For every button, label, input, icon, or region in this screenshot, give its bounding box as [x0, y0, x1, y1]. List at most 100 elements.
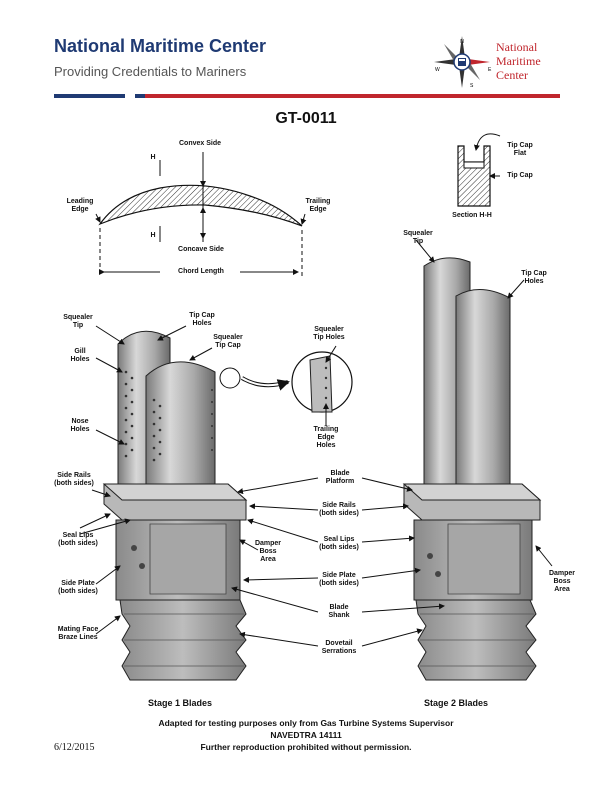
logo-line3: Center — [496, 68, 528, 82]
label-squealer-tip-holes-line1: Squealer — [314, 326, 344, 333]
label-s1-squealer-tip-cap: Squealer Tip Cap — [206, 334, 250, 350]
label-center-side-plate-line2: (both sides) — [319, 580, 359, 587]
label-tip-cap-flat-line2: Flat — [513, 150, 527, 157]
label-squealer-tip-holes: Squealer Tip Holes — [304, 326, 354, 342]
label-blade-shank: Blade Shank — [316, 604, 362, 620]
compass-s: S — [470, 83, 474, 89]
label-s1-damper-boss-line1: Damper — [254, 540, 282, 547]
label-s1-side-rails: Side Rails (both sides) — [46, 472, 102, 488]
label-trailing-edge-holes-line2: Edge — [317, 434, 335, 441]
footer-line3: Further reproduction prohibited without … — [200, 742, 412, 752]
label-s1-nose-holes: Nose Holes — [62, 418, 98, 434]
label-center-side-plate: Side Plate (both sides) — [310, 572, 368, 588]
logo-line2: Maritime — [496, 54, 541, 68]
label-center-side-rails-line2: (both sides) — [319, 510, 359, 517]
label-convex-side: Convex Side — [178, 140, 221, 147]
stage1-blade-assembly — [102, 330, 248, 681]
label-blade-shank-line1: Blade — [329, 604, 349, 611]
label-s1-side-plate-line2: (both sides) — [58, 588, 98, 595]
label-s1-gill-holes-line2: Holes — [70, 356, 90, 363]
label-concave-side: Concave Side — [178, 246, 224, 253]
label-s1-mating-face-line2: Braze Lines — [58, 634, 98, 641]
footer-line1: Adapted for testing purposes only from G… — [158, 718, 454, 728]
compass-e: E — [488, 67, 492, 73]
label-h-top: H — [150, 154, 156, 161]
label-trailing-edge-line2: Edge — [309, 206, 327, 213]
label-chord-length: Chord Length — [178, 268, 224, 275]
label-center-side-plate-line1: Side Plate — [322, 572, 356, 579]
label-tip-cap-flat: Tip Cap Flat — [500, 142, 540, 158]
label-tip-cap-flat-line1: Tip Cap — [507, 142, 533, 149]
footer-date: 6/12/2015 — [54, 742, 95, 753]
label-squealer-tip-holes-line2: Tip Holes — [313, 334, 345, 341]
label-dovetail-line2: Serrations — [321, 648, 357, 655]
label-blade-platform-line1: Blade — [330, 470, 350, 477]
label-section-hh: Section H-H — [452, 212, 492, 219]
label-s2-squealer-tip: Squealer Tip — [398, 230, 438, 246]
label-s2-tip-cap-holes: Tip Cap Holes — [512, 270, 556, 286]
label-s2-damper-boss-line1: Damper — [548, 570, 576, 577]
label-s1-mating-face: Mating Face Braze Lines — [50, 626, 106, 642]
label-trailing-edge: Trailing Edge — [300, 198, 336, 214]
label-blade-platform-line2: Platform — [325, 478, 355, 485]
label-dovetail-line1: Dovetail — [325, 640, 353, 647]
compass-w: W — [435, 67, 440, 73]
footer-line2: NAVEDTRA 14111 — [270, 730, 342, 740]
label-s2-squealer-tip-line1: Squealer — [403, 230, 433, 237]
label-s1-side-plate: Side Plate (both sides) — [50, 580, 106, 596]
label-s1-seal-lips: Seal Lips (both sides) — [50, 532, 106, 548]
airfoil-section — [95, 152, 307, 276]
header-title: National Maritime Center — [54, 36, 267, 56]
label-s1-tip-cap-holes: Tip Cap Holes — [180, 312, 224, 328]
label-s1-side-rails-line2: (both sides) — [54, 480, 94, 487]
label-trailing-edge-holes-line3: Holes — [316, 442, 336, 449]
label-center-seal-lips-line1: Seal Lips — [323, 536, 355, 543]
label-tip-cap: Tip Cap — [507, 172, 533, 179]
label-s1-squealer-tip-cap-line1: Squealer — [213, 334, 243, 341]
label-center-side-rails: Side Rails (both sides) — [310, 502, 368, 518]
label-s2-tip-cap-holes-line2: Holes — [524, 278, 544, 285]
label-s1-tip-cap-holes-line1: Tip Cap — [189, 312, 215, 319]
label-blade-shank-line2: Shank — [328, 612, 350, 619]
label-s1-side-rails-line1: Side Rails — [57, 472, 91, 479]
label-s1-side-plate-line1: Side Plate — [61, 580, 95, 587]
label-trailing-edge-holes-line1: Trailing — [313, 426, 339, 433]
label-s1-squealer-tip-cap-line2: Tip Cap — [215, 342, 241, 349]
section-hh-drawing — [457, 133, 501, 207]
label-s1-seal-lips-line2: (both sides) — [58, 540, 98, 547]
label-trailing-edge-line1: Trailing — [305, 198, 331, 205]
compass-logo-icon: N W E S — [434, 36, 492, 89]
label-s2-damper-boss: Damper Boss Area — [544, 570, 580, 594]
label-s1-seal-lips-line1: Seal Lips — [62, 532, 94, 539]
label-s1-gill-holes: Gill Holes — [62, 348, 98, 364]
label-center-seal-lips: Seal Lips (both sides) — [310, 536, 368, 552]
label-leading-edge: Leading Edge — [60, 198, 100, 214]
label-dovetail-serrations: Dovetail Serrations — [310, 640, 368, 656]
compass-n: N — [460, 39, 464, 45]
label-s1-tip-cap-holes-line2: Holes — [192, 320, 212, 327]
label-s1-squealer-tip: Squealer Tip — [58, 314, 98, 330]
label-s1-nose-holes-line1: Nose — [71, 418, 89, 425]
tip-detail-view — [219, 351, 353, 413]
label-leading-edge-line1: Leading — [66, 198, 94, 205]
leader-lines — [79, 239, 553, 647]
label-s1-damper-boss-line2: Boss — [259, 548, 277, 555]
stage2-blade-assembly — [402, 257, 542, 681]
label-s2-damper-boss-line2: Boss — [553, 578, 571, 585]
label-center-side-rails-line1: Side Rails — [322, 502, 356, 509]
label-s1-squealer-tip-line2: Tip — [72, 322, 84, 329]
label-blade-platform: Blade Platform — [314, 470, 366, 486]
stage1-title: Stage 1 Blades — [148, 698, 213, 708]
label-leading-edge-line2: Edge — [71, 206, 89, 213]
logo-wordmark: National Maritime Center — [496, 40, 541, 82]
label-s1-mating-face-line1: Mating Face — [57, 626, 99, 633]
label-s2-squealer-tip-line2: Tip — [412, 238, 424, 245]
logo-line1: National — [496, 40, 538, 54]
stage2-title: Stage 2 Blades — [424, 698, 489, 708]
label-s2-tip-cap-holes-line1: Tip Cap — [521, 270, 547, 277]
label-s1-squealer-tip-line1: Squealer — [63, 314, 93, 321]
label-s2-damper-boss-line3: Area — [554, 586, 570, 593]
label-s1-damper-boss: Damper Boss Area — [250, 540, 286, 564]
label-s1-nose-holes-line2: Holes — [70, 426, 90, 433]
